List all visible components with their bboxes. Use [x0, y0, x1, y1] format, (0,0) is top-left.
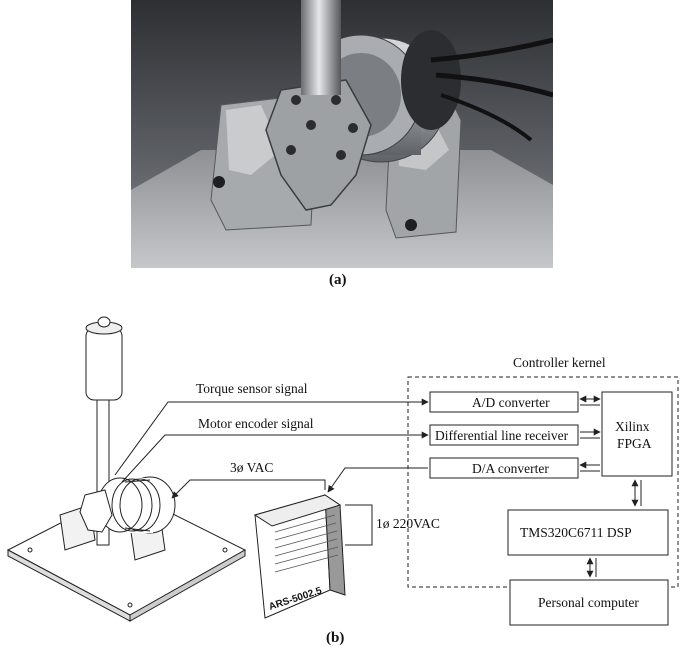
da-to-amplifier-line [327, 467, 428, 493]
vac3-label: 3ø VAC [230, 460, 273, 475]
encoder-signal-label: Motor encoder signal [198, 416, 314, 431]
encoder-signal-line [121, 431, 429, 483]
differential-receiver-label: Differential line receiver [435, 428, 569, 443]
vac3-line [171, 479, 326, 499]
motor-test-rig-photo [131, 0, 553, 268]
servo-amplifier-drawing: ARS-5002.5 [253, 494, 346, 619]
dsp-label: TMS320C6711 DSP [520, 525, 632, 540]
controller-kernel-title: Controller kernel [513, 355, 606, 370]
caption-a: (a) [329, 272, 347, 288]
vac1-line [345, 504, 373, 546]
da-converter-label: D/A converter [472, 461, 549, 476]
system-block-diagram: ARS-5002.5 Controller kernel A/D convert… [6, 316, 679, 626]
fpga-label-line1: Xilinx [615, 419, 650, 434]
caption-b: (b) [326, 630, 345, 646]
torque-signal-label: Torque sensor signal [196, 381, 308, 396]
torque-signal-line [114, 398, 429, 476]
fpga-label-line2: FPGA [617, 436, 652, 451]
ad-converter-label: A/D converter [472, 395, 550, 410]
ad-converter-box [429, 391, 579, 413]
controller-kernel-boundary [407, 376, 679, 588]
fpga-box [601, 391, 673, 477]
vac1-label: 1ø 220VAC [376, 516, 440, 531]
personal-computer-box [509, 579, 669, 626]
dsp-box [507, 509, 669, 556]
da-converter-box [429, 457, 579, 479]
differential-receiver-box [429, 424, 579, 446]
personal-computer-label: Personal computer [538, 595, 639, 610]
test-bench-drawing [6, 316, 247, 622]
